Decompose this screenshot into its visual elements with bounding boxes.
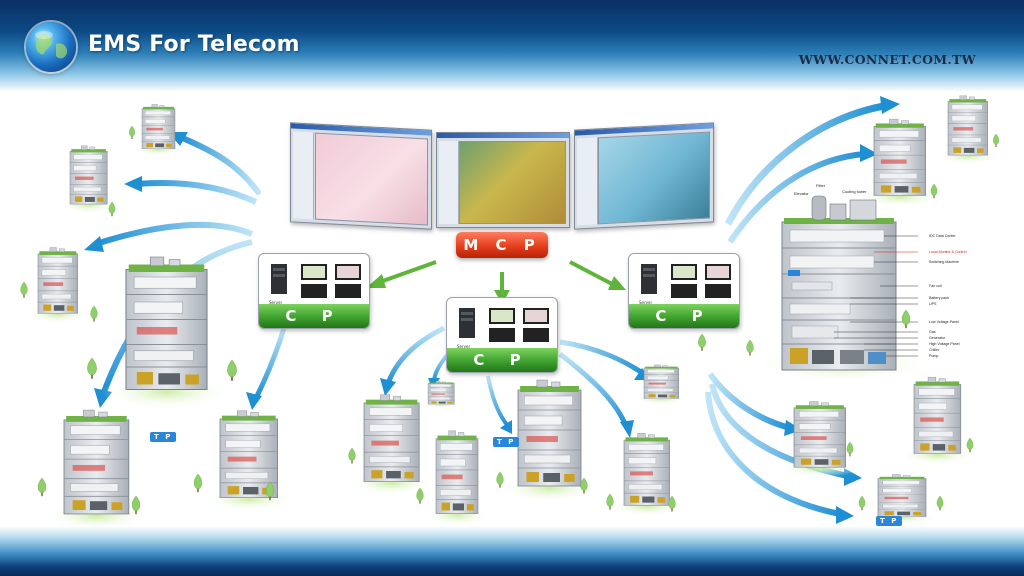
arrow-icon [880, 96, 900, 114]
main-building[interactable] [752, 195, 932, 382]
cp-label: C P [259, 304, 369, 328]
header-banner: EMS For Telecom WWW.CONNET.COM.TW [0, 0, 1024, 92]
floor-label: High Voltage Panel [929, 342, 960, 346]
floor-label: Pump [929, 354, 939, 358]
building-top-label: Elevator [794, 191, 809, 196]
building-icon[interactable] [858, 118, 942, 208]
building-top-label: Fitter [816, 183, 826, 188]
floor-label: Switching Machine [929, 260, 959, 264]
monitor-icon [301, 264, 327, 298]
server-caption: Server [457, 344, 471, 349]
network-diagram [0, 92, 1024, 526]
server-icon [271, 264, 287, 294]
arrow-icon [608, 276, 626, 290]
floor-label: Chiller [929, 348, 940, 352]
building-icon[interactable] [101, 256, 232, 411]
floor-label: Local Monitor & Control [929, 250, 967, 254]
arrow-icon [84, 236, 104, 252]
building-icon[interactable] [899, 376, 976, 466]
mcp-monitor-right [574, 122, 714, 230]
building-top-label: Cooling tower [842, 189, 867, 194]
monitor-icon [705, 264, 731, 298]
arrow-group [84, 96, 900, 524]
cp-devices [641, 264, 731, 298]
monitor-icon [671, 264, 697, 298]
mcp-monitor-left [290, 122, 432, 230]
floor-label: UPS [929, 302, 937, 306]
monitor-icon [335, 264, 361, 298]
building-icon[interactable] [346, 394, 437, 496]
cp-devices [271, 264, 361, 298]
diagram-graphics [20, 95, 1000, 526]
cp-node-center[interactable]: Server C P [446, 297, 558, 373]
server-caption: Server [269, 300, 283, 305]
building-icon[interactable] [131, 104, 186, 156]
arrow-icon [620, 420, 634, 438]
cp-node-left[interactable]: Server C P [258, 253, 370, 329]
floor-label: Gas [929, 330, 936, 334]
monitor-icon [489, 308, 515, 342]
floor-label: Battery pack [929, 296, 949, 300]
server-icon [641, 264, 657, 294]
building-icon[interactable] [25, 247, 90, 324]
globe-icon [26, 22, 76, 72]
server-icon [459, 308, 475, 338]
cp-node-right[interactable]: Server C P [628, 253, 740, 329]
mcp-monitor-center [436, 132, 570, 228]
building-icon[interactable] [202, 410, 296, 512]
tp-badge[interactable]: T P [876, 516, 903, 526]
building-icon[interactable] [423, 430, 491, 526]
arrow-icon [366, 274, 386, 288]
arrow-icon [124, 176, 142, 192]
floor-label: Fan coil [929, 284, 942, 288]
building-icon[interactable] [58, 145, 119, 214]
tp-badge[interactable]: T P [150, 432, 177, 442]
cp-devices [459, 308, 549, 342]
website-url[interactable]: WWW.CONNET.COM.TW [798, 52, 976, 67]
cp-label: C P [447, 348, 557, 372]
mcp-label[interactable]: M C P [456, 232, 548, 258]
arrow-icon [784, 420, 802, 436]
arrow-icon [836, 506, 854, 524]
floor-label: IDC Data Center [929, 234, 956, 238]
arrow-icon [380, 378, 396, 396]
arrow-icon [500, 420, 512, 434]
arrow-icon [246, 392, 262, 410]
arrow-icon [860, 144, 878, 162]
floor-label: Low Voltage Panel [929, 320, 959, 324]
building-icon[interactable] [419, 380, 463, 409]
page-title: EMS For Telecom [88, 32, 300, 57]
server-caption: Server [639, 300, 653, 305]
monitor-icon [523, 308, 549, 342]
cp-label: C P [629, 304, 739, 328]
building-icon[interactable] [935, 95, 1000, 165]
building-icon[interactable] [778, 401, 862, 478]
floor-label: Generator [929, 336, 946, 340]
footer-band [0, 526, 1024, 576]
tp-badge[interactable]: T P [493, 437, 520, 447]
building-icon[interactable] [863, 473, 941, 524]
